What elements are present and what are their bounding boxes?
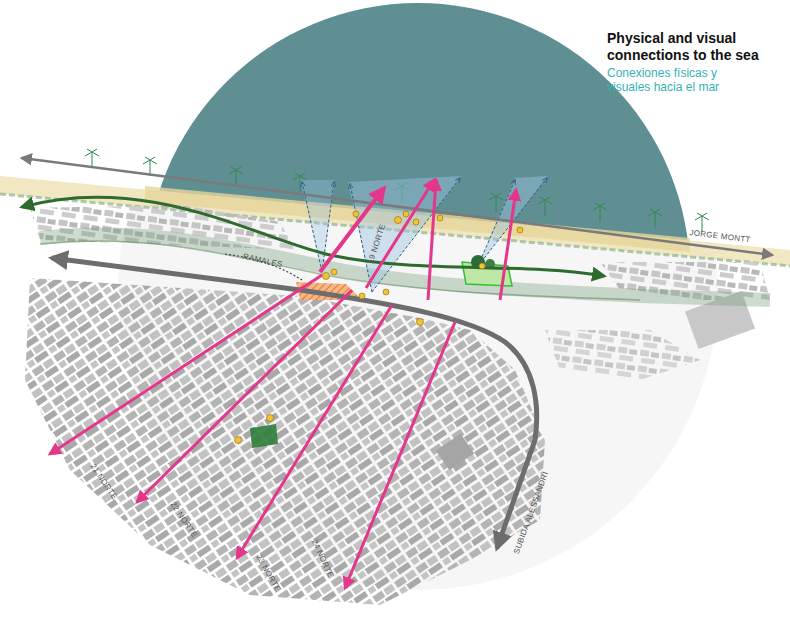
map-title: Physical and visual connections to the s…: [607, 30, 787, 64]
map-subtitle: Conexiones físicas y visuales hacia el m…: [607, 66, 742, 94]
